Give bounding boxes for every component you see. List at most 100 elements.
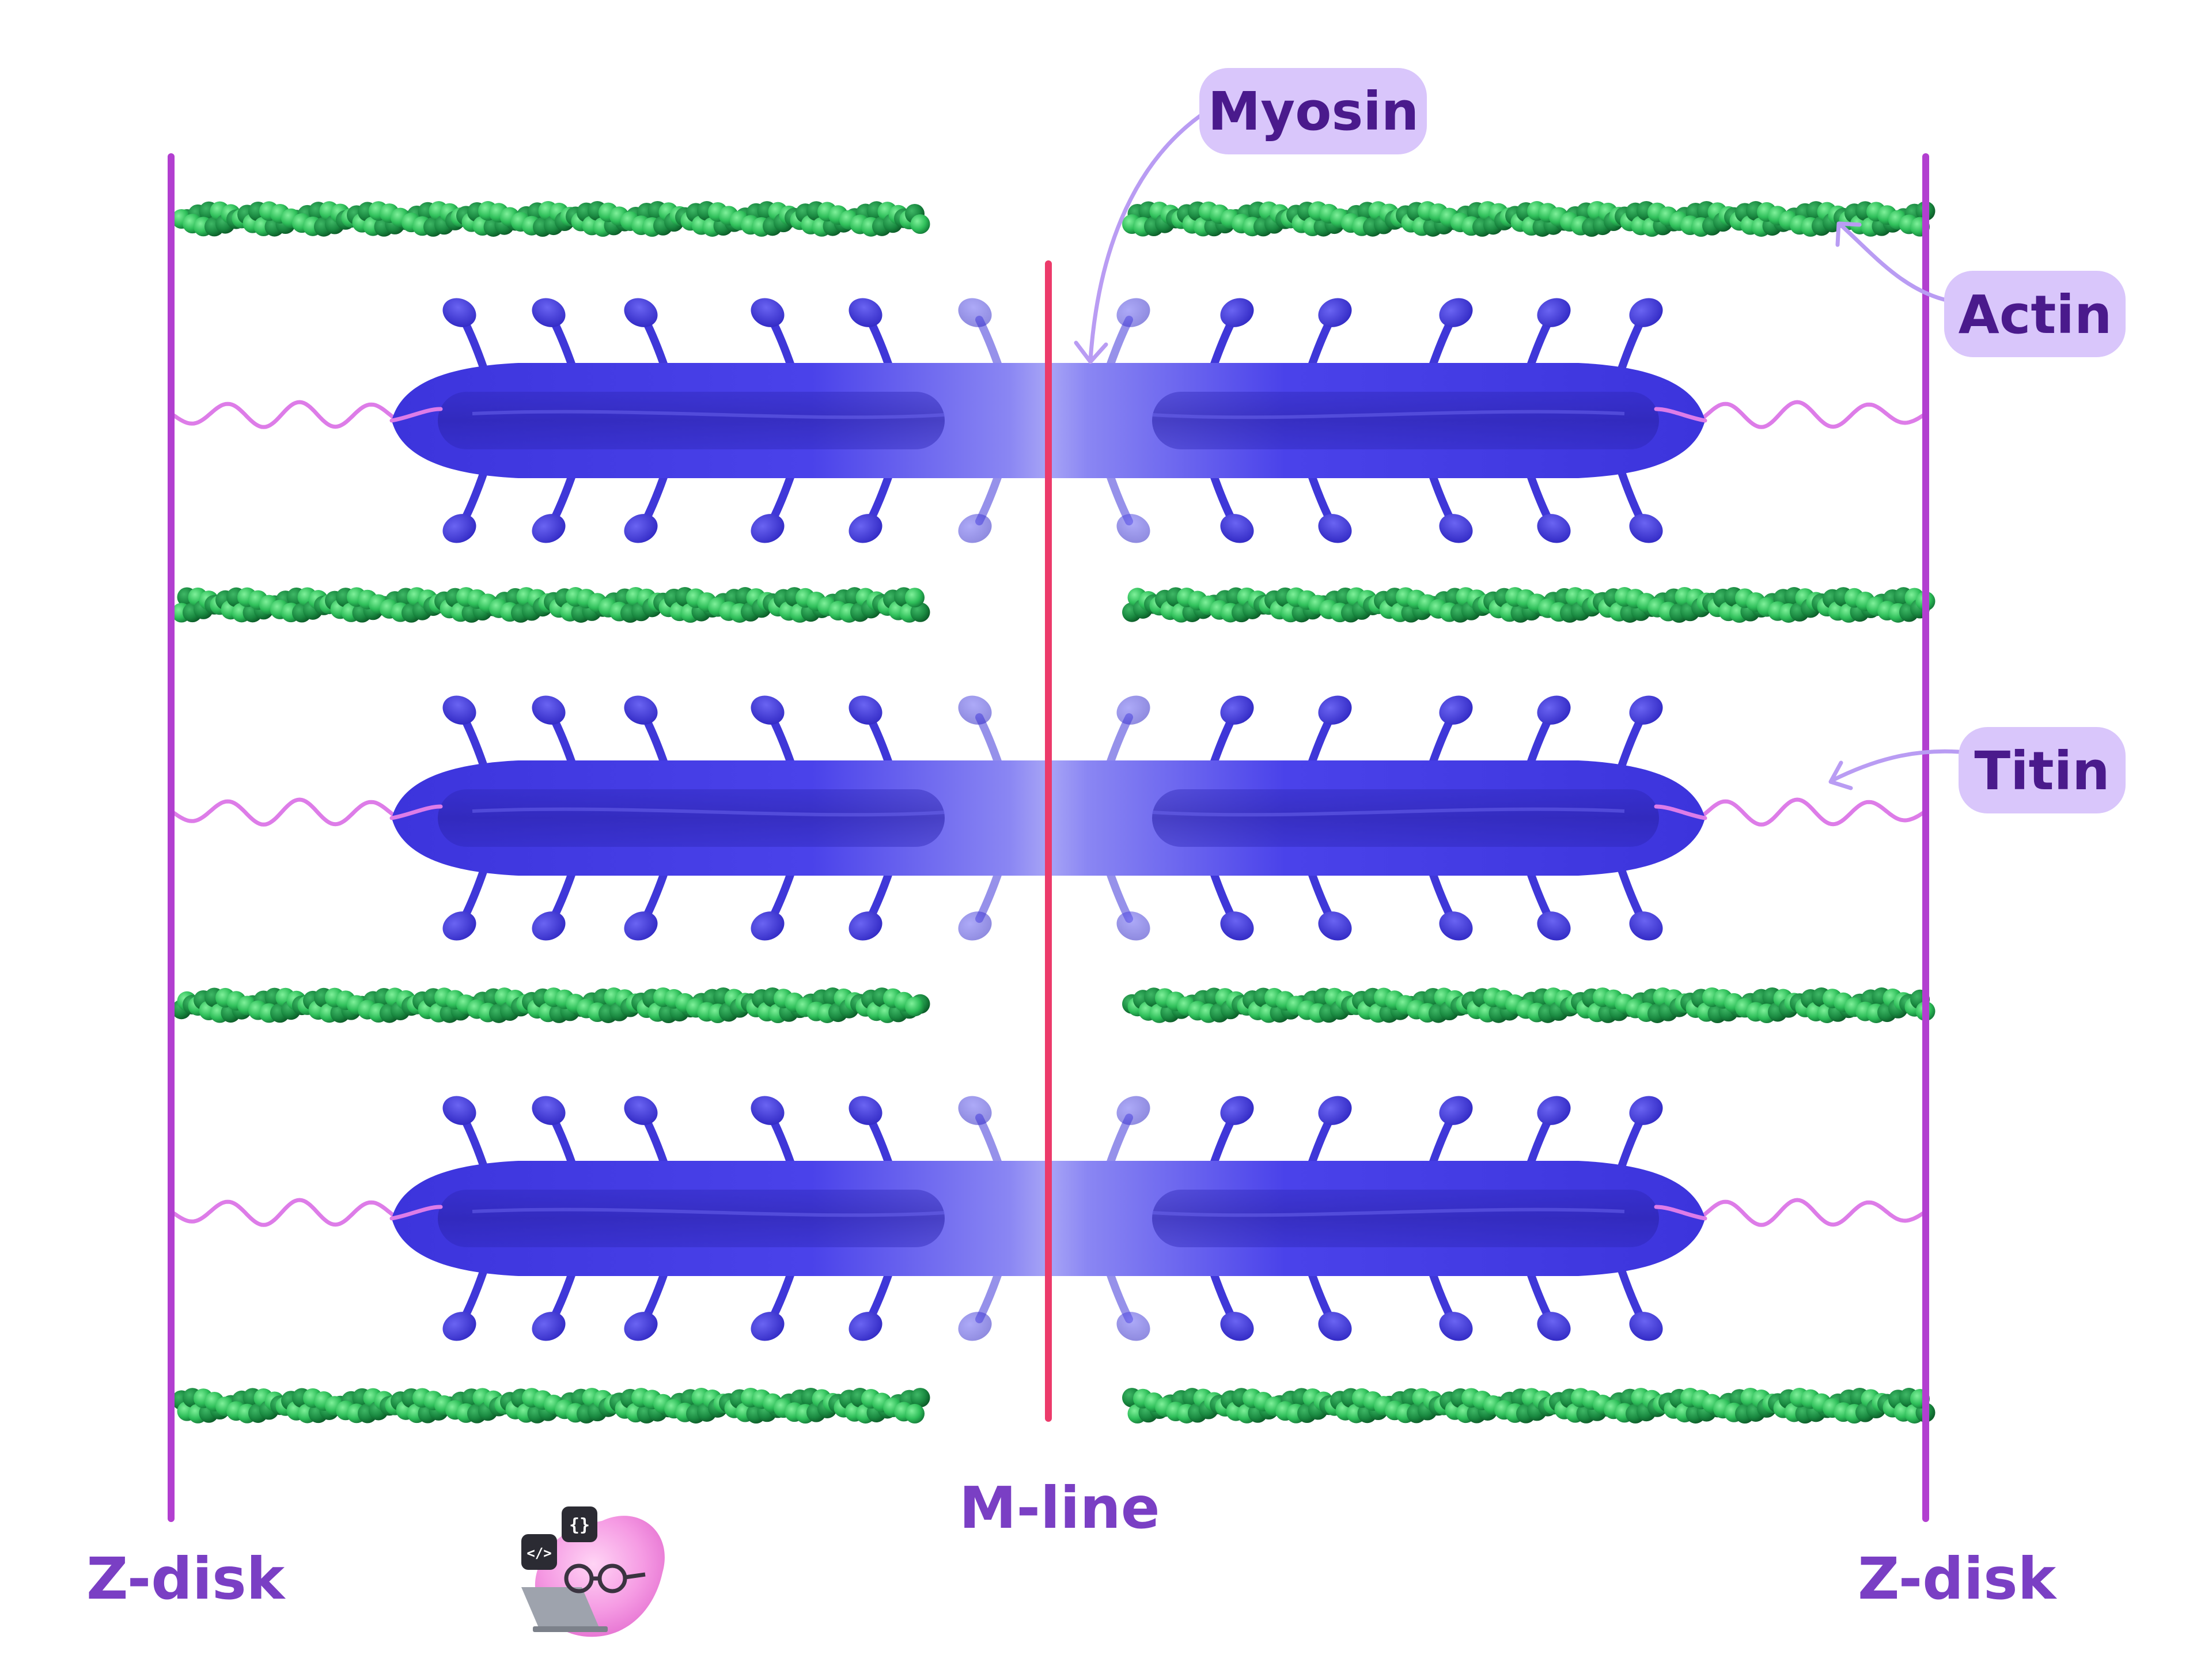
myosin-head: [1220, 911, 1254, 941]
titin-spring: [171, 1198, 429, 1227]
titin-attachment: [389, 407, 443, 423]
z-disk-right-label: Z-disk: [1858, 1545, 2058, 1612]
curly-braces-icon: [562, 1506, 597, 1542]
code-tag-glyph: </>: [527, 1545, 551, 1561]
myosin-head: [624, 514, 658, 543]
titin-attachment: [389, 804, 443, 820]
actin-filament: [1122, 1388, 1936, 1424]
myosin-arrowhead: [1074, 340, 1108, 364]
myosin-head: [1116, 514, 1150, 543]
titin-callout-arrow: [1830, 749, 1961, 783]
myosin-head: [1537, 695, 1571, 725]
myosin-head: [1220, 1096, 1254, 1125]
myosin-head: [532, 695, 566, 725]
myosin-head: [1629, 1312, 1663, 1341]
myosin-tag-text: Myosin: [1208, 81, 1419, 142]
myosin-head: [751, 1096, 785, 1125]
myosin-head: [958, 298, 992, 327]
actin-bead: [910, 1388, 930, 1408]
myosin-head: [849, 514, 882, 543]
myosin-head: [849, 1312, 882, 1341]
titin-tag: Titin: [1959, 727, 2126, 813]
actin-filament: [1122, 987, 1936, 1023]
myosin-head: [1318, 1312, 1352, 1341]
myosin-head: [1116, 695, 1150, 725]
myosin-head: [1537, 514, 1571, 543]
myosin-head: [532, 1312, 566, 1341]
myosin-head: [1537, 1312, 1571, 1341]
actin-filaments: [172, 201, 1936, 1424]
myosin-head: [624, 298, 658, 327]
myosin-head: [624, 911, 658, 941]
myosin-head: [751, 514, 785, 543]
myosin-head: [1439, 695, 1473, 725]
myosin-head: [1439, 298, 1473, 327]
myosin-head: [751, 911, 785, 941]
myosin-head: [442, 1096, 476, 1125]
myosin-head: [1537, 1096, 1571, 1125]
code-tag-icon: [521, 1534, 557, 1570]
myosin-head: [1116, 1312, 1150, 1341]
myosin-head: [1318, 514, 1352, 543]
mascot-logo: {} </>: [521, 1506, 665, 1637]
actin-filament: [172, 587, 930, 623]
myosin-head: [1220, 1312, 1254, 1341]
myosin-head: [1439, 1096, 1473, 1125]
myosin-head: [1116, 911, 1150, 941]
myosin-core: [438, 789, 945, 847]
myosin-head: [958, 514, 992, 543]
myosin-head: [958, 1312, 992, 1341]
myosin-head: [1629, 695, 1663, 725]
actin-bead: [905, 997, 925, 1017]
myosin-head: [532, 1096, 566, 1125]
titin-tag-text: Titin: [1974, 740, 2109, 802]
myosin-head: [442, 911, 476, 941]
myosin-head: [1629, 514, 1663, 543]
myosin-head: [958, 1096, 992, 1125]
myosin-head: [1629, 911, 1663, 941]
z-disk-left-label: Z-disk: [86, 1545, 286, 1612]
myosin-head: [624, 1312, 658, 1341]
actin-filament: [1122, 201, 1936, 237]
actin-filament: [1122, 587, 1936, 623]
myosin-filament: [389, 298, 1707, 543]
myosin-highlight: [1152, 410, 1625, 419]
actin-bead: [910, 214, 930, 234]
myosin-head: [751, 695, 785, 725]
myosin-head: [1220, 298, 1254, 327]
myosin-highlight: [1152, 1207, 1625, 1217]
myosin-head: [1318, 911, 1352, 941]
myosin-head: [849, 1096, 882, 1125]
titin-spring: [1668, 797, 1926, 827]
titin-attachment: [1654, 407, 1707, 423]
myosin-head: [442, 1312, 476, 1341]
myosin-filaments: [389, 298, 1707, 1341]
curly-braces-glyph: {}: [569, 1515, 590, 1535]
myosin-head: [1318, 298, 1352, 327]
titin-spring: [1668, 400, 1926, 429]
titin-spring: [171, 400, 429, 429]
myosin-head: [1439, 1312, 1473, 1341]
titin-filaments: [171, 400, 1926, 1227]
actin-tag-text: Actin: [1959, 284, 2112, 346]
titin-attachment: [1654, 804, 1707, 820]
myosin-head: [751, 1312, 785, 1341]
myosin-head: [958, 911, 992, 941]
myosin-head: [624, 695, 658, 725]
actin-arrowhead: [1835, 221, 1862, 247]
myosin-head: [1116, 1096, 1150, 1125]
myosin-head: [532, 514, 566, 543]
myosin-head: [1220, 514, 1254, 543]
myosin-core: [438, 392, 945, 449]
myosin-core: [1152, 1190, 1659, 1247]
myosin-head: [532, 298, 566, 327]
actin-bead: [905, 588, 925, 608]
myosin-core: [1152, 789, 1659, 847]
myosin-head: [1439, 911, 1473, 941]
actin-tag: Actin: [1944, 271, 2126, 357]
actin-filament: [172, 1388, 930, 1424]
myosin-head: [751, 298, 785, 327]
myosin-head: [1220, 695, 1254, 725]
titin-attachment: [1654, 1205, 1707, 1221]
myosin-head: [1537, 911, 1571, 941]
